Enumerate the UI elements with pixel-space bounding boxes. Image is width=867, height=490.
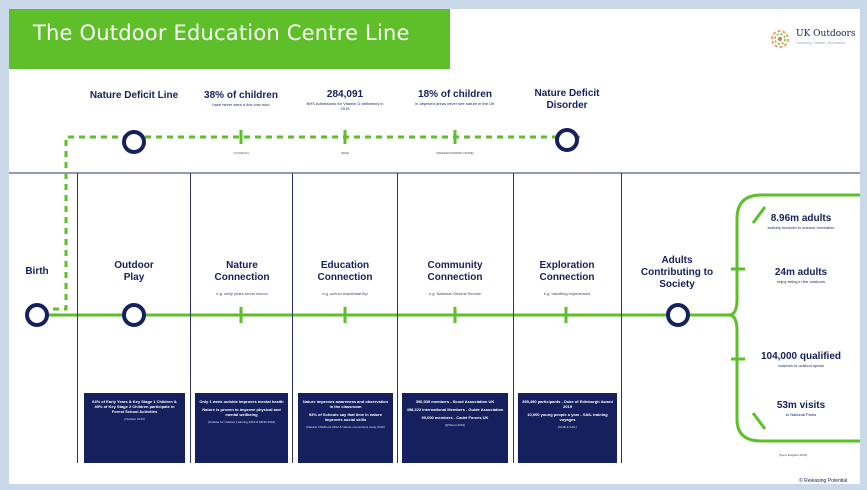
station-deficit-disorder [555,128,579,152]
station-adults [666,303,690,327]
adult-stat-3: 53m visits to National Parks [776,400,826,417]
stat-source: [Natural Childhood 2012 & Nature connect… [306,425,385,429]
stage-outdoor-play-column [78,173,191,463]
stage-example-education-connection: e.g. school residential trip [322,291,368,296]
adults-contributing-label: Adults Contributing to Society [640,255,714,290]
page-title: The Outdoor Education Centre Line [33,21,410,45]
stat-source: [DofE & SAIL] [558,425,577,429]
title-banner: The Outdoor Education Centre Line [9,9,450,69]
stage-title-exploration-connection: Exploration Connection [539,260,595,283]
stat-source: [Outdoor 2014] [124,417,145,421]
footer-source: [Sport England 2019] [779,453,808,457]
stat-box-education-connection: Nature improves awareness and observatio… [298,393,393,463]
org-tagline: Learning. Health. Education. [796,40,847,45]
org-name: UK Outdoors [796,29,856,39]
stage-title-nature-connection: Nature Connection [214,260,270,283]
adult-stat-0: 8.96m adults actively involved in outdoo… [767,213,835,230]
stat-box-nature-connection: Only 1 week outside improves mental heal… [195,393,288,463]
deficit-source-1: [YOUGOV] [233,151,249,155]
stat-text: 498,222 International Members - Guide As… [406,407,504,412]
stat-text: 99,000 members - Cadet Forces UK [421,415,489,420]
stage-birth-column [9,173,78,463]
stat-text: Nature is proven to improve physical and… [202,407,281,417]
stat-source: [@Scout 2019] [445,423,465,427]
stage-community-connection-column [398,173,514,463]
deficit-label-0: Nature Deficit Line [89,90,179,101]
stage-nature-connection-column [191,173,293,463]
stat-text: Nature improves awareness and observatio… [302,399,389,409]
station-outdoor-play [122,303,146,327]
stage-title-outdoor-play: Outdoor Play [114,260,154,283]
station-deficit-line [122,130,146,154]
stage-education-connection-column [293,173,398,463]
station-birth [25,303,49,327]
stat-text: 10,000 young people a year - SAIL traini… [527,412,608,422]
org-logo-icon [771,30,789,48]
stage-example-nature-connection: e.g. early years forest school [216,291,268,296]
adults-branch-lower [728,313,860,443]
deficit-label-1: 38% of children have never seen a live c… [204,90,278,107]
stat-text: Only 1 week outside improves mental heal… [199,399,284,404]
adults-branch-upper [728,193,860,317]
deficit-source-3: [NESS/ECONOMIC NOISE] [436,151,474,155]
metro-lines [9,128,860,443]
stat-text: 64% of Early Years & Key Stage 1 Childre… [92,399,177,414]
stage-title-education-connection: Education Connection [317,260,373,283]
stage-title-community-connection: Community Connection [427,260,483,283]
deficit-source-2: [NHS] [340,151,349,155]
poster: The Outdoor Education Centre Line UK Out… [9,9,860,484]
stat-box-community-connection: 390,939 members - Scout Association UK 4… [402,393,508,463]
adult-stat-2: 104,000 qualified coaches in outdoor spo… [760,351,842,368]
stage-exploration-connection-column [514,173,622,463]
stat-box-exploration-connection: 395,490 participants - Duke of Edinburgh… [518,393,617,463]
stat-source: [Institute for Outdoor Learning 2019 & M… [207,420,276,424]
deficit-label-3: 18% of children in deprived areas never … [415,89,495,106]
stat-box-outdoor-play: 64% of Early Years & Key Stage 1 Childre… [84,393,185,463]
deficit-label-2: 284,091 NHS Admissions for Vitamin D def… [306,89,384,111]
stat-text: 395,490 participants - Duke of Edinburgh… [522,399,613,409]
stat-text: 93% of Schools say that time in nature i… [308,412,383,422]
birth-label: Birth [25,266,49,277]
footer-logo-text: Releasing Potential [804,478,848,484]
stat-text: 390,939 members - Scout Association UK [415,399,495,404]
copyright-icon: © [799,478,803,484]
footer-logo: © Releasing Potential [799,478,847,484]
adult-stat-1: 24m adults enjoy being in the outdoors [774,267,828,284]
deficit-label-4: Nature Deficit Disorder [534,88,600,111]
stage-example-community-connection: e.g. National Citizens Service [428,291,482,296]
stage-example-exploration-connection: e.g. travelling experiences [543,291,591,296]
